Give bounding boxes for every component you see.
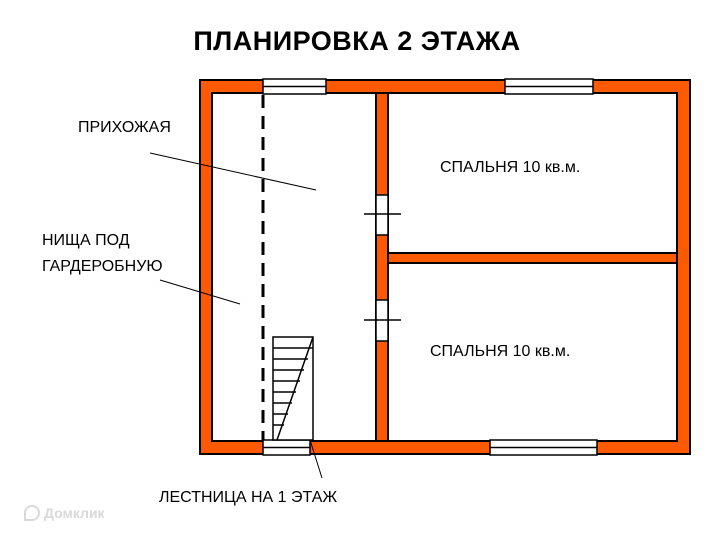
inner-wall-horizontal bbox=[387, 252, 678, 264]
label-niche-line1: НИЩА ПОД bbox=[42, 232, 130, 249]
label-niche: НИЩА ПОД ГАРДЕРОБНУЮ bbox=[42, 228, 163, 280]
label-niche-line2: ГАРДЕРОБНУЮ bbox=[42, 258, 163, 275]
window-top-right bbox=[504, 78, 594, 95]
door-bedroom-2 bbox=[364, 299, 401, 342]
page-title: ПЛАНИРОВКА 2 ЭТАЖА bbox=[193, 26, 521, 56]
watermark: Домклик bbox=[24, 505, 105, 521]
label-bedroom-1: СПАЛЬНЯ 10 кв.м. bbox=[440, 159, 581, 176]
window-top-left bbox=[262, 78, 327, 95]
leader-lines bbox=[149, 152, 323, 479]
label-hallway: ПРИХОЖАЯ bbox=[78, 119, 171, 136]
label-stairs: ЛЕСТНИЦА НА 1 ЭТАЖ bbox=[159, 489, 338, 506]
label-bedroom-2: СПАЛЬНЯ 10 кв.м. bbox=[430, 343, 571, 360]
domclick-logo-icon bbox=[24, 505, 40, 521]
watermark-text: Домклик bbox=[44, 505, 105, 521]
inner-wall-vertical bbox=[375, 92, 389, 442]
staircase bbox=[272, 336, 314, 441]
window-bottom-left bbox=[262, 439, 311, 456]
window-bottom-right bbox=[489, 439, 598, 456]
door-bedroom-1 bbox=[364, 194, 401, 236]
